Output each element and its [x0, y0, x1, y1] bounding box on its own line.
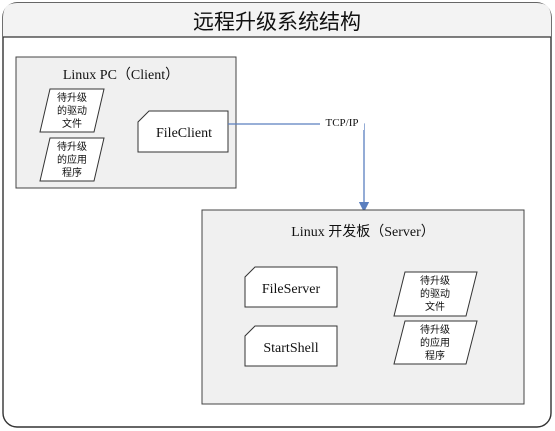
connection-label-bg — [320, 114, 364, 130]
diagram-title: 远程升级系统结构 — [193, 10, 361, 34]
client-doc-line: 的驱动 — [57, 104, 87, 117]
server-doc-line: 文件 — [425, 300, 445, 313]
client-doc-line: 的应用 — [57, 153, 87, 166]
title-bar — [3, 3, 551, 37]
client-app-doc — [39, 137, 105, 182]
server-doc-line: 待升级 — [420, 323, 450, 336]
client-doc-line: 待升级 — [57, 140, 87, 153]
client-doc-line: 程序 — [62, 166, 82, 179]
fileserver-label: FileServer — [262, 282, 321, 297]
fileclient-label: FileClient — [156, 126, 212, 141]
client-doc-line: 文件 — [62, 117, 82, 130]
server-doc-line: 程序 — [425, 349, 445, 362]
client-doc-line: 待升级 — [57, 91, 87, 104]
startshell-program — [244, 325, 338, 367]
connection-label: TCP/IP — [325, 117, 358, 129]
server-app-doc — [393, 320, 478, 365]
client-label: Linux PC（Client） — [63, 67, 179, 83]
client-driver-doc — [39, 88, 105, 133]
server-doc-line: 的驱动 — [420, 287, 450, 300]
fileserver-program — [244, 266, 338, 308]
server-doc-line: 待升级 — [420, 274, 450, 287]
fileclient-program — [137, 110, 229, 153]
server-label: Linux 开发板（Server） — [291, 224, 434, 240]
server-driver-doc — [393, 271, 478, 317]
server-doc-line: 的应用 — [420, 336, 450, 349]
startshell-label: StartShell — [263, 341, 318, 356]
